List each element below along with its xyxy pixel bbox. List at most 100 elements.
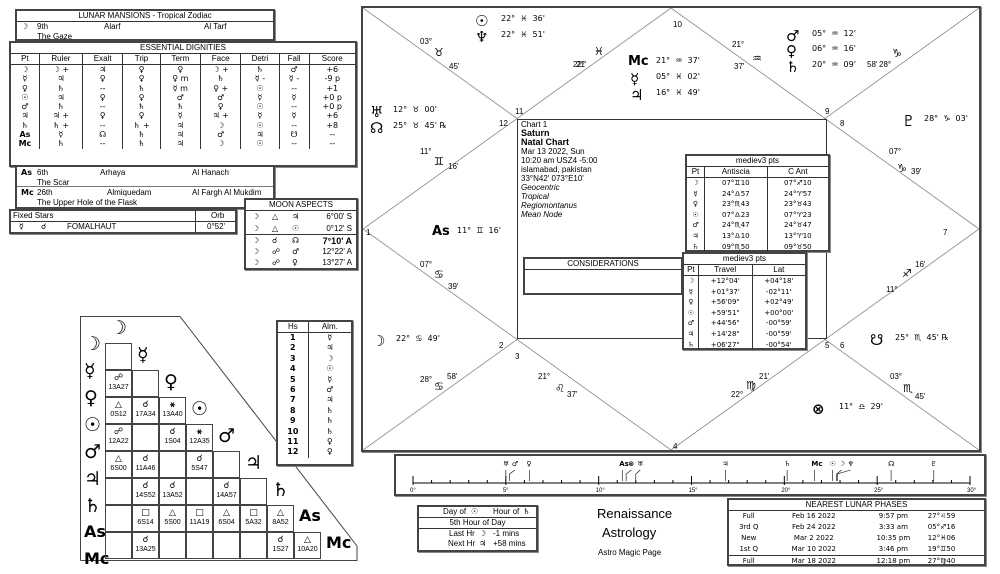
grid-planet-diag-label: ♂ [218, 425, 236, 447]
aspect-value: 13A25 [135, 546, 156, 553]
aspect-cell[interactable] [213, 451, 240, 478]
aspect-orb: 0°12' S [326, 223, 352, 233]
aspect-cell[interactable]: ☌11A46 [132, 451, 159, 478]
aspect-cell[interactable]: □6S14 [132, 505, 159, 532]
aspect-cell[interactable]: ☌14A57 [213, 478, 240, 505]
cusp-degree: 11° [420, 147, 432, 156]
fixed-star-name: FOMALHAUT [67, 222, 117, 231]
aspect-cell[interactable]: ⚹13A40 [159, 397, 186, 424]
ruler-marker-icon: Mc [811, 460, 822, 468]
table-cell: ♄ [326, 405, 334, 415]
column-header: Face [200, 54, 242, 65]
aspect-cell[interactable]: △10A20 [294, 532, 321, 559]
table-cell: ☽ [684, 275, 699, 287]
aspect-cell[interactable] [105, 343, 132, 370]
table-cell: ♄ [122, 139, 161, 149]
column-header: Hs [278, 322, 309, 333]
aspect-cell[interactable] [105, 505, 132, 532]
table-row: ♄+06'27"-00°54' [684, 339, 805, 351]
aspect-cell[interactable] [132, 424, 159, 451]
table-cell: ♀ [684, 297, 699, 308]
ruler-marker-icon: ☽ [839, 460, 845, 468]
lunar-phase-cell: Feb 16 2022 [792, 512, 836, 520]
aspect-cell[interactable] [159, 451, 186, 478]
table-cell: 23°♏43 [704, 199, 768, 210]
aspect-cell[interactable]: ☌1S04 [159, 424, 186, 451]
table-row: 7♃ [278, 395, 351, 406]
planet-glyph-icon: ☽ [372, 332, 386, 350]
aspect-value: 13A52 [162, 492, 183, 499]
grid-planet-diag-label: ♄ [272, 479, 290, 501]
table-cell: ♂ [200, 92, 242, 103]
aspect-value: 5A32 [245, 519, 262, 526]
house-number: 8 [840, 119, 845, 128]
table-row: 12♀ [278, 447, 351, 458]
aspect-cell[interactable]: ☌17A34 [132, 397, 159, 424]
aspect-cell[interactable] [240, 478, 267, 505]
table-cell: ♃ [160, 130, 202, 140]
aspect-cell[interactable]: ⚹12A35 [186, 424, 213, 451]
aspect-cell[interactable]: □5A32 [240, 505, 267, 532]
table-cell: -- [329, 130, 336, 140]
aspect-cell[interactable] [105, 532, 132, 559]
aspect-cell[interactable]: △6S00 [105, 451, 132, 478]
table-cell: ♀ m [160, 74, 202, 84]
table-cell: +56'09" [698, 297, 753, 308]
table-cell: ☉ [240, 83, 280, 93]
aspect-cell[interactable]: △6S04 [213, 505, 240, 532]
aspect-cell[interactable]: ☌14S52 [132, 478, 159, 505]
considerations-panel: CONSIDERATIONS [523, 257, 683, 295]
aspect-orb: 6°00' S [326, 212, 352, 221]
aspect-icon: ☌ [169, 481, 176, 491]
astro-magic-link[interactable]: Astro Magic Page [598, 548, 662, 557]
aspect-cell[interactable] [186, 478, 213, 505]
table-row: 10♄ [278, 426, 351, 438]
grid-planet-diag-label: ☽ [110, 317, 128, 339]
aspect-cell[interactable] [240, 532, 267, 559]
aspect-cell[interactable]: ☍12A22 [105, 424, 132, 451]
table-cell: ☽ [326, 353, 334, 363]
aspect-glyph-icon: △ [272, 212, 279, 221]
moon-aspects-title: MOON ASPECTS [246, 200, 356, 211]
planet-position: 06° ♒ 16' [812, 44, 856, 53]
aspect-cell[interactable]: ☌13A25 [132, 532, 159, 559]
aspect-value: 6S00 [110, 465, 127, 472]
aspect-cell[interactable]: △0S12 [105, 397, 132, 424]
table-row: 6♂ [278, 385, 351, 396]
aspect-cell[interactable]: ☌13A52 [159, 478, 186, 505]
planet-position: 22° ♋ 49' [396, 334, 440, 343]
aspect-cell[interactable] [132, 370, 159, 397]
aspect-orb: 12°22' A [322, 246, 352, 256]
table-cell: ♀ [326, 447, 333, 457]
aspect-icon: □ [195, 508, 204, 518]
moon-icon: ☽ [479, 529, 487, 538]
aspect-cell[interactable]: △5S00 [159, 505, 186, 532]
aspect-cell[interactable] [186, 532, 213, 559]
aspect-value: 13A27 [108, 384, 129, 391]
column-header: Pt [687, 167, 705, 178]
table-row: ♂♄--♄♄♀☉--+0 p [11, 102, 355, 112]
table-cell: 09°♏50 [704, 241, 768, 253]
aspect-cell[interactable]: □11A19 [186, 505, 213, 532]
table-cell: 7 [278, 395, 309, 406]
aspect-cell[interactable] [159, 532, 186, 559]
table-cell: -02°11' [765, 287, 792, 296]
table-cell: ♄ [200, 74, 242, 84]
table-row: ☉+59'51"+00°00' [684, 307, 805, 319]
aspect-value: 17A34 [135, 411, 156, 418]
aspect-cell[interactable]: ☌1S27 [267, 532, 294, 559]
table-cell: 24°♉47 [784, 221, 812, 230]
aspect-cell[interactable]: ☍13A27 [105, 370, 132, 397]
aspect-icon: ☌ [196, 454, 203, 464]
aspect-cell[interactable] [213, 532, 240, 559]
brand-line2: Astrology [602, 525, 657, 540]
ruler-marker-icon: ⊗ [628, 460, 634, 468]
aspect-cell[interactable] [105, 478, 132, 505]
aspect-cell[interactable]: △8A52 [267, 505, 294, 532]
table-cell: -- [82, 120, 124, 131]
aspect-cell[interactable]: ☌5S47 [186, 451, 213, 478]
